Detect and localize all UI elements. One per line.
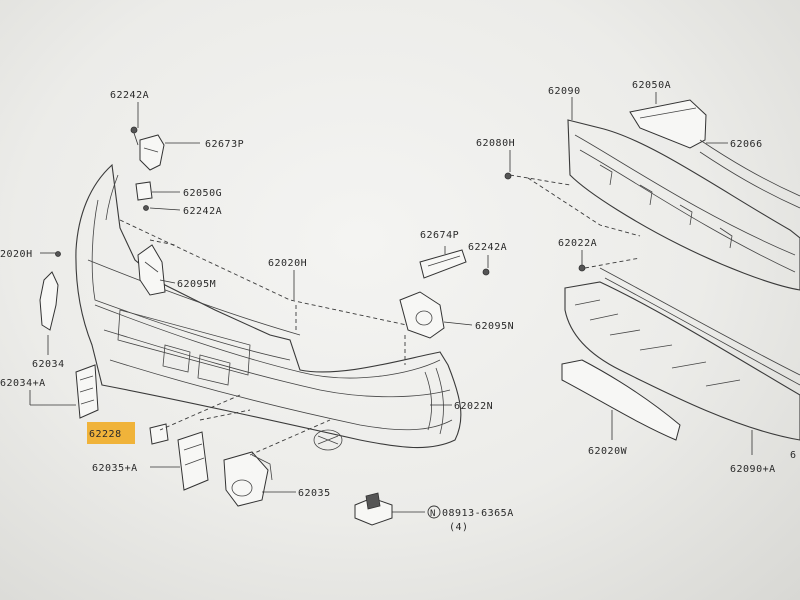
label-62228: 62228: [89, 429, 122, 440]
leader-lines: [29, 92, 753, 513]
label-62020h-left: 2020H: [0, 249, 33, 260]
label-62673p: 62673P: [205, 139, 244, 150]
clip-08913-6365a: [354, 492, 393, 526]
clip-62228: [149, 423, 169, 445]
label-62080h: 62080H: [476, 138, 515, 149]
label-62674p: 62674P: [420, 230, 459, 241]
label-62066: 62066: [730, 139, 763, 150]
bumper-fascia-62022n: [75, 163, 462, 451]
label-62020h-mid: 62020H: [268, 258, 307, 269]
bracket-62673p: [130, 126, 165, 171]
label-62090a: 62090+A: [730, 464, 776, 475]
lower-trim-62020w: [561, 359, 681, 441]
n-marker-circle: [427, 505, 441, 519]
label-62020w: 62020W: [588, 446, 628, 457]
beam-62066: [699, 139, 800, 209]
label-62035a: 62035+A: [92, 463, 138, 474]
bolt-62022a: [578, 264, 586, 272]
side-bracket-62034: [39, 251, 61, 331]
label-62090: 62090: [548, 86, 581, 97]
clip-62050g: [135, 181, 153, 211]
label-08913-6365a: 08913-6365A: [442, 508, 514, 519]
bracket-62035a: [177, 431, 209, 491]
label-62022n: 62022N: [454, 401, 493, 412]
bolt-62080h: [504, 172, 512, 180]
reinforcement-62090: [567, 119, 800, 291]
label-08913-qty: (4): [449, 522, 469, 533]
n-marker-letter: N: [430, 509, 436, 519]
bracket-62050a: [629, 99, 707, 149]
label-62034a: 62034+A: [0, 378, 46, 389]
label-62095n: 62095N: [475, 321, 514, 332]
bracket-62674p: [419, 249, 490, 279]
label-62242a-mid: 62242A: [183, 206, 222, 217]
label-62050g: 62050G: [183, 188, 222, 199]
bracket-62034a: [75, 364, 99, 419]
label-edge-6: 6: [790, 450, 797, 461]
highlight-62228: [87, 422, 135, 444]
bracket-62035: [223, 451, 273, 507]
retainer-62095m: [137, 244, 166, 296]
label-62242a-top: 62242A: [110, 90, 149, 101]
label-62095m: 62095M: [177, 279, 216, 290]
label-62022a: 62022A: [558, 238, 597, 249]
energy-absorber-62090a: [564, 267, 800, 441]
label-62035: 62035: [298, 488, 331, 499]
label-62242a-right: 62242A: [468, 242, 507, 253]
retainer-62095n: [399, 291, 445, 339]
label-62034: 62034: [32, 359, 65, 370]
label-62050a: 62050A: [632, 80, 671, 91]
